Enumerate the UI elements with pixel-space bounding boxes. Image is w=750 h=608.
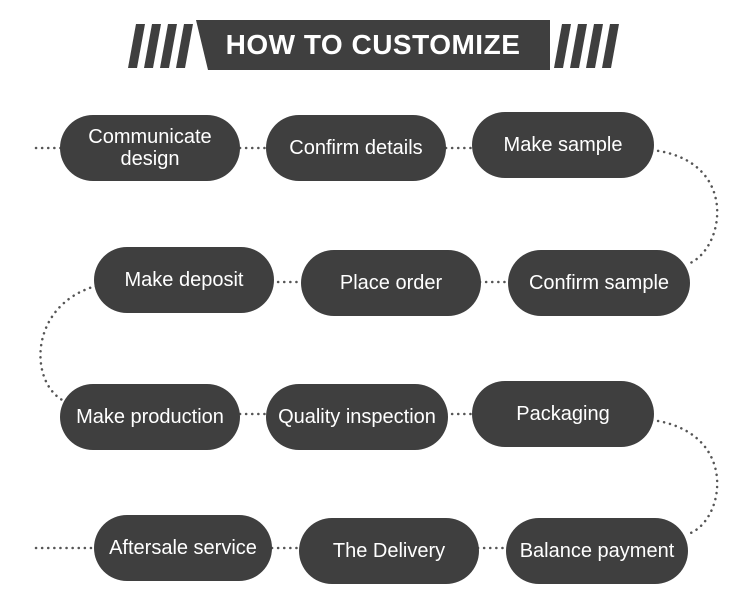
step-packaging: Packaging	[472, 381, 654, 447]
step-label: Make deposit	[124, 269, 244, 291]
page-title: HOW TO CUSTOMIZE	[225, 29, 521, 60]
step-confirm-details: Confirm details	[266, 115, 446, 181]
banner-title: HOW TO CUSTOMIZE	[196, 20, 550, 70]
step-label: Confirm sample	[528, 272, 670, 294]
step-label: Quality inspection	[278, 406, 436, 428]
step-balance-payment: Balance payment	[506, 518, 688, 584]
banner-stripes-right	[554, 24, 619, 68]
step-confirm-sample: Confirm sample	[508, 250, 690, 316]
step-the-delivery: The Delivery	[299, 518, 479, 584]
connector-6-7	[39, 284, 98, 404]
step-label: Place order	[339, 272, 443, 294]
step-label: Balance payment	[519, 540, 675, 562]
step-make-production: Make production	[60, 384, 240, 450]
step-label: Confirm details	[289, 137, 423, 159]
step-place-order: Place order	[301, 250, 481, 316]
step-label: Communicate design	[88, 126, 212, 170]
banner-stripes-left	[128, 24, 193, 68]
connector-9-10	[650, 418, 719, 536]
step-label: Make sample	[503, 134, 623, 156]
step-label: Packaging	[516, 403, 610, 425]
step-make-deposit: Make deposit	[94, 247, 274, 313]
connector-3-4	[650, 148, 719, 266]
step-communicate-design: Communicate design	[60, 115, 240, 181]
step-label: Aftersale service	[109, 537, 257, 559]
step-label: The Delivery	[332, 540, 446, 562]
step-aftersale-service: Aftersale service	[94, 515, 272, 581]
step-make-sample: Make sample	[472, 112, 654, 178]
step-quality-inspection: Quality inspection	[266, 384, 448, 450]
step-label: Make production	[76, 406, 224, 428]
